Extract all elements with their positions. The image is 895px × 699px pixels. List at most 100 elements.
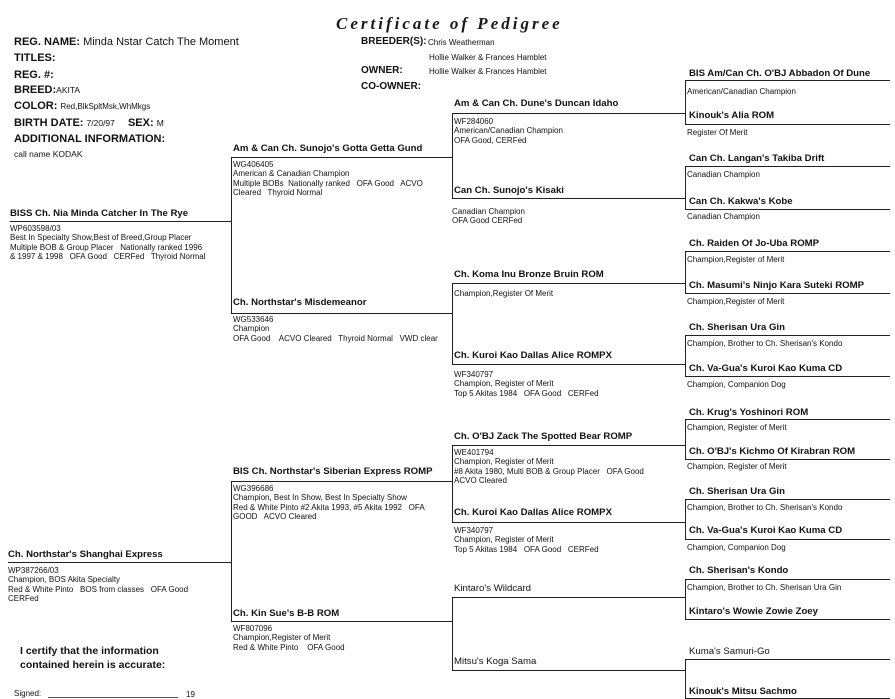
g4-13-info: Champion, Brother to Ch. Sherisan Ura Gi… (687, 583, 842, 592)
connector-g2-1 (452, 113, 453, 198)
g4-12-info: Champion, Companion Dog (687, 543, 786, 552)
rule-g2-4 (231, 621, 452, 622)
rule-g3-7 (452, 597, 685, 598)
year-prefix: 19 (186, 690, 195, 699)
g4-16-name: Kinouk's Mitsu Sachmo (689, 686, 797, 697)
rule-g4-8 (685, 376, 890, 377)
g4-1-info: American/Canadian Champion (687, 87, 796, 96)
dam-info: WP387266/03 Champion, BOS Akita Specialt… (8, 566, 189, 603)
connector-g3-6 (685, 499, 686, 539)
sex-value: M (156, 118, 164, 128)
rule-g4-3 (685, 166, 890, 167)
g3-3-name: Ch. Koma Inu Bronze Bruin ROM (454, 269, 604, 280)
reg-number-label: REG. #: (14, 69, 54, 81)
color-label: COLOR: (14, 100, 58, 112)
connector-sire-line (231, 157, 232, 313)
connector-g3-7 (685, 579, 686, 619)
rule-g3-2 (452, 198, 685, 199)
breeder-1: Chris Weatherman (428, 38, 495, 47)
g4-6-info: Champion,Register of Merit (687, 297, 785, 306)
connector-g3-2 (685, 166, 686, 209)
g3-4-info: WF340797 Champion, Register of Merit Top… (454, 370, 599, 398)
rule-g2-3 (231, 481, 452, 482)
rule-g4-10 (685, 459, 890, 460)
g4-9-info: Champion, Register of Merit (687, 423, 787, 432)
connector-g3-4 (685, 335, 686, 376)
owner-label: OWNER: (361, 65, 403, 76)
g4-7-info: Champion, Brother to Ch. Sherisan's Kond… (687, 339, 843, 348)
color-row: COLOR: Red,BlkSpltMsk,WhMkgs (14, 100, 150, 112)
g4-11-info: Champion, Brother to Ch. Sherisan's Kond… (687, 503, 843, 512)
g4-11-name: Ch. Sherisan Ura Gin (689, 486, 785, 497)
g4-14-name: Kintaro's Wowie Zowie Zoey (689, 606, 818, 617)
g3-2-info: Canadian Champion OFA Good CERFed (452, 207, 525, 226)
reg-name-value: Minda Nstar Catch The Moment (83, 36, 239, 48)
g3-3-info: Champion,Register Of Merit (454, 289, 554, 298)
sire-info: WP603598/03 Best In Specialty Show,Best … (10, 224, 206, 261)
rule-g3-1 (452, 113, 685, 114)
g4-3-info: Canadian Champion (687, 170, 760, 179)
additional-info-value: call name KODAK (14, 149, 83, 159)
rule-dam (8, 562, 231, 563)
g4-15-name: Kuma's Samuri-Go (689, 646, 770, 657)
rule-g3-6 (452, 522, 685, 523)
rule-g2-1 (231, 157, 452, 158)
g3-4-name: Ch. Kuroi Kao Dallas Alice ROMPX (454, 350, 612, 361)
g4-2-name: Kinouk's Alia ROM (689, 110, 775, 121)
g4-10-name: Ch. O'BJ's Kichmo Of Kirabran ROM (689, 446, 856, 457)
connector-g2-2 (452, 283, 453, 364)
reg-name-label: REG. NAME: (14, 36, 80, 48)
g2-dam-dam-name: Ch. Kin Sue's B-B ROM (233, 608, 340, 619)
g4-1-name: BIS Am/Can Ch. O'BJ Abbadon Of Dune (689, 68, 871, 79)
additional-info-label: ADDITIONAL INFORMATION: (14, 133, 166, 145)
rule-sire (10, 221, 231, 222)
connector-g3-1 (685, 80, 686, 124)
rule-g2-2 (231, 313, 452, 314)
g3-1-info: WF284060 American/Canadian Champion OFA … (454, 117, 563, 145)
certify-line-1: I certify that the information (20, 645, 159, 657)
signature-line[interactable] (48, 697, 178, 698)
sire-name: BISS Ch. Nia Minda Catcher In The Rye (10, 208, 189, 219)
dam-name: Ch. Northstar's Shanghai Express (8, 549, 163, 560)
breed-value: AKITA (56, 85, 81, 95)
breed-label: BREED: (14, 84, 57, 96)
g4-5-info: Champion,Register of Merit (687, 255, 785, 264)
rule-g4-5 (685, 251, 890, 252)
connector-g2-3 (452, 445, 453, 522)
rule-g4-14 (685, 619, 890, 620)
birth-date-label: BIRTH DATE: (14, 117, 84, 129)
coowner-label: CO-OWNER: (361, 81, 421, 92)
g4-8-name: Ch. Va-Gua's Kuroi Kao Kuma CD (689, 363, 843, 374)
rule-g4-12 (685, 539, 890, 540)
color-value: Red,BlkSpltMsk,WhMkgs (60, 102, 151, 111)
rule-g3-4 (452, 364, 685, 365)
rule-g4-1 (685, 80, 890, 81)
g2-sire-dam-info: WG533646 Champion OFA Good ACVO Cleared … (233, 315, 438, 343)
g3-8-name: Mitsu's Koga Sama (454, 656, 537, 667)
rule-g4-13 (685, 579, 890, 580)
g3-5-info: WE401794 Champion, Register of Merit #8 … (454, 448, 644, 485)
signed-label: Signed: (14, 689, 42, 698)
g2-dam-sire-info: WG396686 Champion, Best In Show, Best In… (233, 484, 425, 521)
connector-dam-line (231, 481, 232, 621)
g3-6-info: WF340797 Champion, Register of Merit Top… (454, 526, 599, 554)
g3-2-name: Can Ch. Sunojo's Kisaki (454, 185, 564, 196)
g4-10-info: Champion, Register of Merit (687, 462, 787, 471)
breed-row: BREED:AKITA (14, 84, 80, 96)
sex-label: SEX: (127, 117, 154, 129)
g2-sire-sire-info: WG406405 American & Canadian Champion Mu… (233, 160, 423, 197)
connector-g3-3 (685, 251, 686, 293)
breeder-2: Hollie Walker & Frances Hamblet (429, 53, 547, 62)
rule-g4-9 (685, 419, 890, 420)
g3-1-name: Am & Can Ch. Dune's Duncan Idaho (454, 98, 619, 109)
g4-12-name: Ch. Va-Gua's Kuroi Kao Kuma CD (689, 525, 843, 536)
g3-5-name: Ch. O'BJ Zack The Spotted Bear ROMP (454, 431, 633, 442)
rule-g4-2 (685, 124, 890, 125)
g4-3-name: Can Ch. Langan's Takiba Drift (689, 153, 825, 164)
rule-g3-3 (452, 283, 685, 284)
connector-g3-5 (685, 419, 686, 459)
g4-8-info: Champion, Companion Dog (687, 380, 786, 389)
birth-date-value: 7/20/97 (86, 118, 115, 128)
g2-sire-sire-name: Am & Can Ch. Sunojo's Gotta Getta Gund (233, 143, 423, 154)
g4-6-name: Ch. Masumi's Ninjo Kara Suteki ROMP (689, 280, 865, 291)
